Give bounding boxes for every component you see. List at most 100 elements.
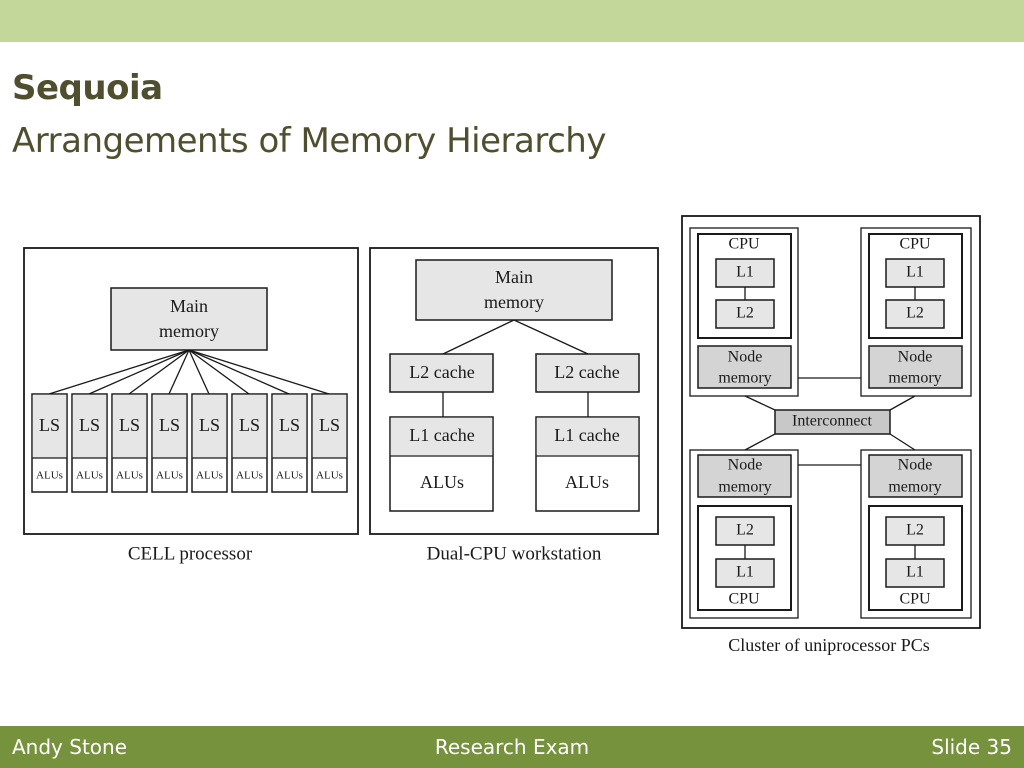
cell-ls-label: LS: [239, 415, 260, 435]
cluster-interconnect-label: Interconnect: [792, 413, 873, 430]
dual-connector-line: [442, 319, 515, 355]
cluster-l2-box: [715, 299, 775, 329]
cluster-cpu-box: [697, 233, 792, 339]
dual-l2-cache-label: L2 cache: [409, 362, 474, 382]
cluster-cpu-label: CPU: [899, 591, 931, 608]
dual-l1-cache-label: L1 cache: [409, 425, 474, 445]
cell-ls-shade: [32, 394, 67, 458]
cluster-node-memory-box: [697, 454, 792, 498]
cell-ls-label: LS: [159, 415, 180, 435]
cell-connector-line: [188, 349, 290, 395]
dual-cpu-frame: [369, 247, 659, 535]
cell-connector-line: [188, 349, 210, 395]
cell-ls-label: LS: [79, 415, 100, 435]
cluster-node-memory-label: Node: [898, 349, 933, 366]
cluster-l2-label: L2: [736, 305, 754, 322]
cluster-link-line: [744, 395, 776, 411]
cell-alu-label: ALUs: [196, 470, 223, 482]
footer-slide-number: Slide 35: [931, 735, 1012, 759]
cell-connector-line: [188, 349, 250, 395]
cell-alu-label: ALUs: [316, 470, 343, 482]
cell-alu-label: ALUs: [116, 470, 143, 482]
cluster-interconnect-box: [774, 409, 891, 435]
dual-l2-cache-box: [389, 353, 494, 393]
cluster-l1-label: L1: [736, 564, 754, 581]
cluster-node-memory-label: Node: [728, 457, 763, 474]
cluster-cpu-label: CPU: [728, 236, 760, 253]
cell-alu-label: ALUs: [236, 470, 263, 482]
cluster-l2-box: [885, 299, 945, 329]
cell-ls-label: LS: [39, 415, 60, 435]
cluster-l2-box: [885, 516, 945, 546]
cell-ls-label: LS: [199, 415, 220, 435]
cluster-link-line: [744, 433, 776, 451]
cell-alu-label: ALUs: [76, 470, 103, 482]
cluster-l2-label: L2: [906, 522, 924, 539]
footer-author: Andy Stone: [12, 735, 127, 759]
cell-connector-line: [188, 349, 330, 395]
cell-ls-label: LS: [279, 415, 300, 435]
cell-main-memory-label: Main: [170, 296, 208, 316]
slide-title: Sequoia: [12, 68, 163, 108]
cluster-l1-box: [885, 558, 945, 588]
dual-alus-label: ALUs: [565, 472, 609, 492]
cluster-cpu-box: [697, 505, 792, 611]
cell-connector-line: [168, 349, 190, 395]
cluster-l1-box: [715, 558, 775, 588]
cell-connector-line: [48, 349, 190, 395]
cluster-l1-label: L1: [736, 264, 754, 281]
cell-ls-shade: [112, 394, 147, 458]
cell-ls-shade: [272, 394, 307, 458]
dual-caption: Dual-CPU workstation: [427, 543, 602, 564]
dual-main-memory-label: memory: [484, 292, 544, 312]
cell-processor-frame: [23, 247, 359, 535]
cell-connector-line: [128, 349, 190, 395]
cell-alu-label: ALUs: [36, 470, 63, 482]
cluster-cpu-box: [868, 233, 963, 339]
cluster-node-memory-label: memory: [718, 370, 771, 387]
cell-ls-shade: [232, 394, 267, 458]
cell-ls-label: LS: [319, 415, 340, 435]
dual-alus-label: ALUs: [420, 472, 464, 492]
slide-subtitle: Arrangements of Memory Hierarchy: [12, 121, 606, 161]
cell-ls-shade: [312, 394, 347, 458]
cluster-cpu-label: CPU: [899, 236, 931, 253]
footer-center: Research Exam: [434, 735, 590, 759]
cell-ls-shade: [72, 394, 107, 458]
cluster-node-top-right: [860, 227, 972, 397]
cluster-node-memory-box: [697, 345, 792, 389]
cell-main-memory-label: memory: [159, 321, 219, 341]
cluster-node-memory-label: Node: [898, 457, 933, 474]
cluster-node-memory-label: memory: [888, 370, 941, 387]
cluster-node-memory-label: memory: [718, 479, 771, 496]
footer-bar: Andy Stone Research Exam Slide 35: [0, 726, 1024, 768]
cluster-link-line: [889, 395, 916, 411]
dual-main-memory-box: [415, 259, 613, 321]
dual-connector-line: [513, 319, 589, 355]
cluster-l2-label: L2: [736, 522, 754, 539]
cluster-l2-label: L2: [906, 305, 924, 322]
dual-main-memory-label: Main: [495, 267, 533, 287]
dual-l2-cache-label: L2 cache: [554, 362, 619, 382]
cluster-l1-label: L1: [906, 564, 924, 581]
cell-alu-label: ALUs: [276, 470, 303, 482]
cell-ls-label: LS: [119, 415, 140, 435]
cell-main-memory-box: [110, 287, 268, 351]
cell-ls-shade: [192, 394, 227, 458]
cell-alu-label: ALUs: [156, 470, 183, 482]
cluster-l1-label: L1: [906, 264, 924, 281]
cell-connector-line: [88, 349, 190, 395]
cluster-node-top-left: [689, 227, 799, 397]
cluster-caption: Cluster of uniprocessor PCs: [728, 635, 930, 655]
dual-l1-shade: [390, 417, 493, 456]
cluster-l2-box: [715, 516, 775, 546]
cluster-node-bottom-right: [860, 449, 972, 619]
cell-caption: CELL processor: [128, 543, 253, 564]
top-accent-band: [0, 0, 1024, 42]
cluster-node-memory-box: [868, 345, 963, 389]
cluster-frame: [681, 215, 981, 629]
cell-ls-shade: [152, 394, 187, 458]
cluster-node-memory-box: [868, 454, 963, 498]
cluster-node-bottom-left: [689, 449, 799, 619]
